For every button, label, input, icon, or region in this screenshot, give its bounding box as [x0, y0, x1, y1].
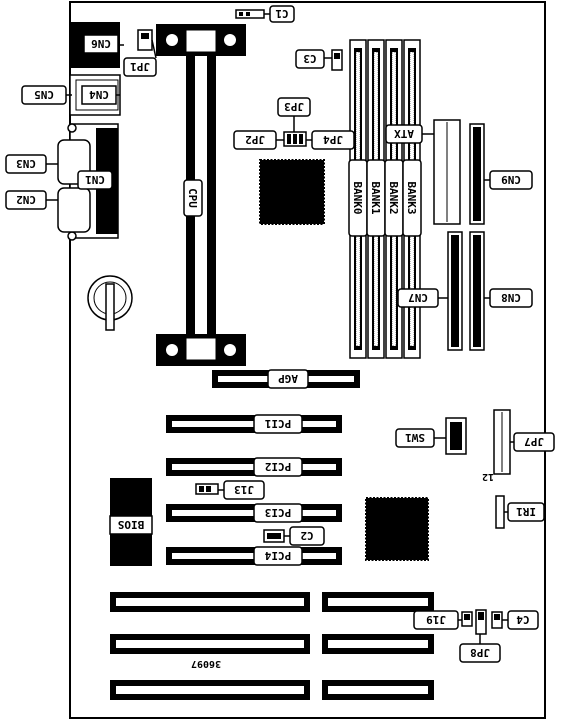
label-ir1: IR1: [507, 502, 545, 522]
svg-text:JP7: JP7: [524, 435, 544, 448]
j13-jumper: [195, 483, 219, 495]
label-agp: AGP: [267, 369, 309, 389]
jp1-jumper: [137, 29, 153, 51]
svg-text:ATX: ATX: [394, 127, 414, 140]
svg-text:J19: J19: [426, 613, 446, 626]
svg-text:C3: C3: [303, 52, 316, 65]
svg-text:PCI2: PCI2: [265, 460, 292, 473]
label-c3: C3: [295, 49, 325, 69]
svg-text:C4: C4: [516, 613, 530, 626]
label-cn5: CN5: [21, 85, 67, 105]
c2-jumper: [263, 529, 285, 543]
svg-text:PCI4: PCI4: [264, 549, 291, 562]
c4-jumper: [491, 611, 503, 629]
board-id-label: 36097: [191, 658, 221, 669]
label-bank3: BANK3: [402, 159, 422, 237]
svg-text:CN4: CN4: [89, 88, 109, 101]
label-pci4: PCI4: [253, 546, 303, 566]
label-c1: C1: [269, 5, 295, 23]
svg-text:JP8: JP8: [470, 646, 490, 659]
svg-text:36097: 36097: [191, 658, 221, 669]
isa-slot-2: [110, 634, 434, 654]
isa-slot-1: [110, 592, 434, 612]
bios-chip: [109, 478, 153, 566]
label-cn9: CN9: [489, 170, 533, 190]
label-j13: J13: [223, 480, 265, 500]
svg-text:12: 12: [482, 471, 494, 482]
svg-text:CN7: CN7: [408, 291, 428, 304]
svg-text:BANK1: BANK1: [369, 181, 382, 214]
isa-slot-3: [110, 680, 434, 700]
svg-text:CPU: CPU: [186, 188, 199, 208]
label-jp8: JP8: [459, 643, 501, 663]
c1-jumper: [235, 9, 265, 19]
svg-text:PCI1: PCI1: [264, 417, 291, 430]
label-jp7: JP7: [513, 432, 555, 452]
svg-text:SW1: SW1: [405, 431, 425, 444]
svg-text:CN3: CN3: [16, 157, 36, 170]
southbridge-chip: [365, 497, 429, 561]
svg-text:JP1: JP1: [130, 60, 150, 73]
label-jp3: JP3: [277, 97, 311, 117]
label-atx: ATX: [385, 124, 423, 144]
svg-text:CN6: CN6: [91, 37, 111, 50]
battery: [87, 275, 133, 331]
label-sw1: SW1: [395, 428, 435, 448]
label-c4: C4: [507, 610, 539, 630]
svg-text:JP3: JP3: [284, 100, 304, 113]
cn8-ide-connector: [469, 231, 485, 351]
northbridge-chip: [259, 159, 325, 225]
cn9-connector: [469, 123, 485, 225]
label-pci3: PCI3: [253, 503, 303, 523]
svg-text:BANK2: BANK2: [387, 181, 400, 214]
label-jp4: JP4: [311, 130, 355, 150]
svg-text:PCI3: PCI3: [265, 506, 292, 519]
label-cn1: CN1: [77, 170, 113, 190]
label-cn4: CN4: [89, 88, 109, 101]
jp7-header: [493, 409, 511, 475]
label-jp1: JP1: [123, 57, 157, 77]
svg-text:JP2: JP2: [245, 133, 265, 146]
label-jp2: JP2: [233, 130, 277, 150]
svg-text:CN8: CN8: [501, 291, 521, 304]
svg-text:AGP: AGP: [278, 372, 298, 385]
jp8-jumper: [475, 609, 487, 635]
atx-power-connector: [433, 119, 461, 225]
c3-jumper: [331, 49, 343, 71]
ir1-header: [495, 495, 505, 529]
label-pin12: 12: [482, 471, 494, 482]
label-j19: J19: [413, 610, 459, 630]
label-bank0: BANK0: [348, 159, 368, 237]
svg-text:CN9: CN9: [501, 173, 521, 186]
label-cpu: CPU: [183, 179, 203, 217]
label-pci2: PCI2: [253, 457, 303, 477]
svg-text:IR1: IR1: [516, 505, 536, 518]
svg-text:C1: C1: [275, 7, 289, 20]
svg-text:BIOS: BIOS: [118, 518, 145, 531]
label-bank1: BANK1: [366, 159, 386, 237]
label-cn2: CN2: [5, 190, 47, 210]
svg-text:BANK0: BANK0: [351, 181, 364, 214]
svg-text:CN5: CN5: [34, 88, 54, 101]
svg-text:JP4: JP4: [323, 133, 343, 146]
label-cn8: CN8: [489, 288, 533, 308]
svg-text:C2: C2: [300, 529, 313, 542]
j19-jumper: [461, 611, 473, 627]
svg-text:CN2: CN2: [16, 193, 36, 206]
cn7-ide-connector: [447, 231, 463, 351]
label-cn6: CN6: [91, 37, 111, 50]
label-c2: C2: [289, 526, 325, 546]
label-cn7: CN7: [397, 288, 439, 308]
svg-text:BANK3: BANK3: [405, 181, 418, 214]
svg-text:CN1: CN1: [85, 173, 105, 186]
cn6-connector: [70, 22, 120, 68]
label-pci1: PCI1: [253, 414, 303, 434]
label-cn3: CN3: [5, 154, 47, 174]
label-bank2: BANK2: [384, 159, 404, 237]
svg-text:J13: J13: [234, 483, 254, 496]
jp3-jumper: [283, 131, 307, 147]
label-bios: BIOS: [118, 518, 145, 531]
sw1-switch: [445, 417, 467, 455]
